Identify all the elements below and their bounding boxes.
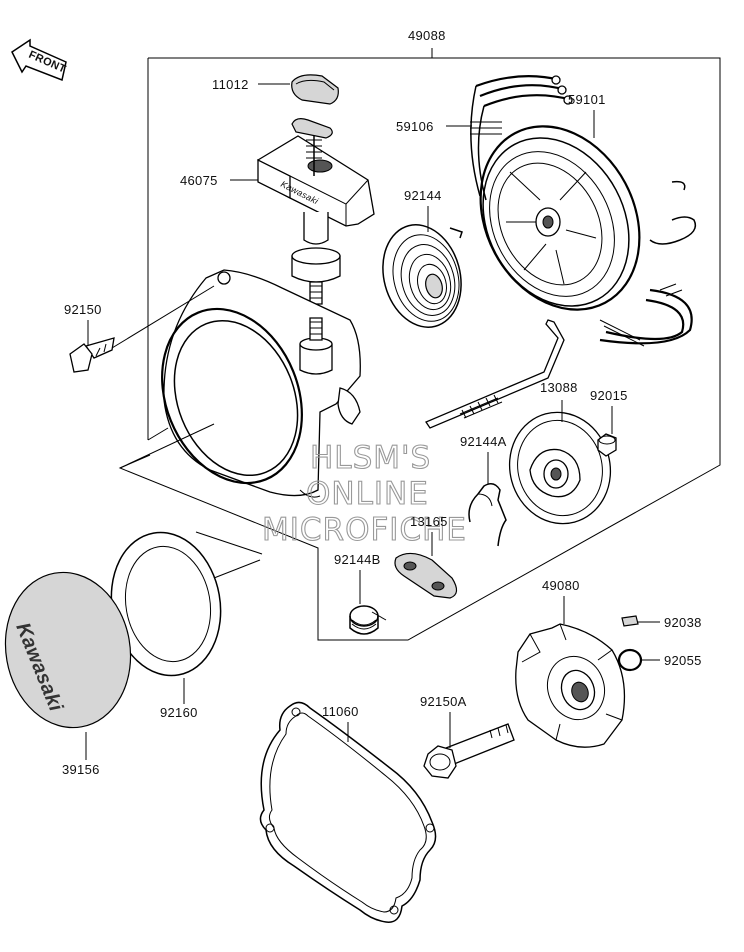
pawl-part xyxy=(394,552,458,599)
label-92015: 92015 xyxy=(590,388,628,403)
drive-plate-part xyxy=(515,623,626,748)
label-92055: 92055 xyxy=(664,653,702,668)
recoil-housing-part xyxy=(161,269,361,498)
pulley-part xyxy=(508,411,612,525)
label-46075: 46075 xyxy=(180,173,218,188)
label-59101: 59101 xyxy=(568,92,606,107)
spiral-spring-part xyxy=(382,224,463,328)
watermark-line-3: MICROFICHE xyxy=(262,512,467,548)
label-11012: 11012 xyxy=(212,77,249,92)
spring-92144b-part xyxy=(349,605,379,635)
label-92144: 92144 xyxy=(404,188,442,203)
label-92144a: 92144A xyxy=(460,434,507,449)
nut-part xyxy=(597,433,617,457)
bolt-92150a-part xyxy=(423,723,515,779)
assembly-outline xyxy=(118,48,721,641)
label-92150a: 92150A xyxy=(420,694,467,709)
label-92160: 92160 xyxy=(160,705,198,720)
watermark-line-2: ONLINE xyxy=(306,476,429,512)
part-labels: 49088 11012 59101 59106 46075 92144 9215… xyxy=(62,28,702,777)
gasket-part xyxy=(259,701,437,923)
label-92150: 92150 xyxy=(64,302,102,317)
label-49088: 49088 xyxy=(408,28,446,43)
front-label: FRONT xyxy=(27,49,68,76)
label-11060: 11060 xyxy=(322,704,359,719)
cap-part xyxy=(291,74,339,105)
leader-lines xyxy=(85,83,660,760)
label-92038: 92038 xyxy=(664,615,702,630)
reel-part xyxy=(479,125,641,311)
bolt-92150-part xyxy=(69,337,115,373)
watermark-line-1: HLSM'S xyxy=(310,440,431,476)
ratchet-shaft-part xyxy=(425,319,565,429)
watermark: HLSM'S ONLINE MICROFICHE xyxy=(261,439,467,548)
label-13088: 13088 xyxy=(540,380,578,395)
label-39156: 39156 xyxy=(62,762,100,777)
label-59106: 59106 xyxy=(396,119,434,134)
spring-92144a-part xyxy=(468,483,507,547)
label-49080: 49080 xyxy=(542,578,580,593)
front-arrow-icon: FRONT xyxy=(11,38,68,82)
label-92144b: 92144B xyxy=(334,552,381,567)
rope-handle-part: Kawasaki xyxy=(257,118,375,305)
o-ring-part xyxy=(617,648,643,672)
cover-part: Kawasaki xyxy=(4,571,132,729)
rope-coil-part xyxy=(470,75,697,347)
label-13165: 13165 xyxy=(410,514,448,529)
guide-lines xyxy=(111,285,387,621)
key-part xyxy=(621,615,639,627)
